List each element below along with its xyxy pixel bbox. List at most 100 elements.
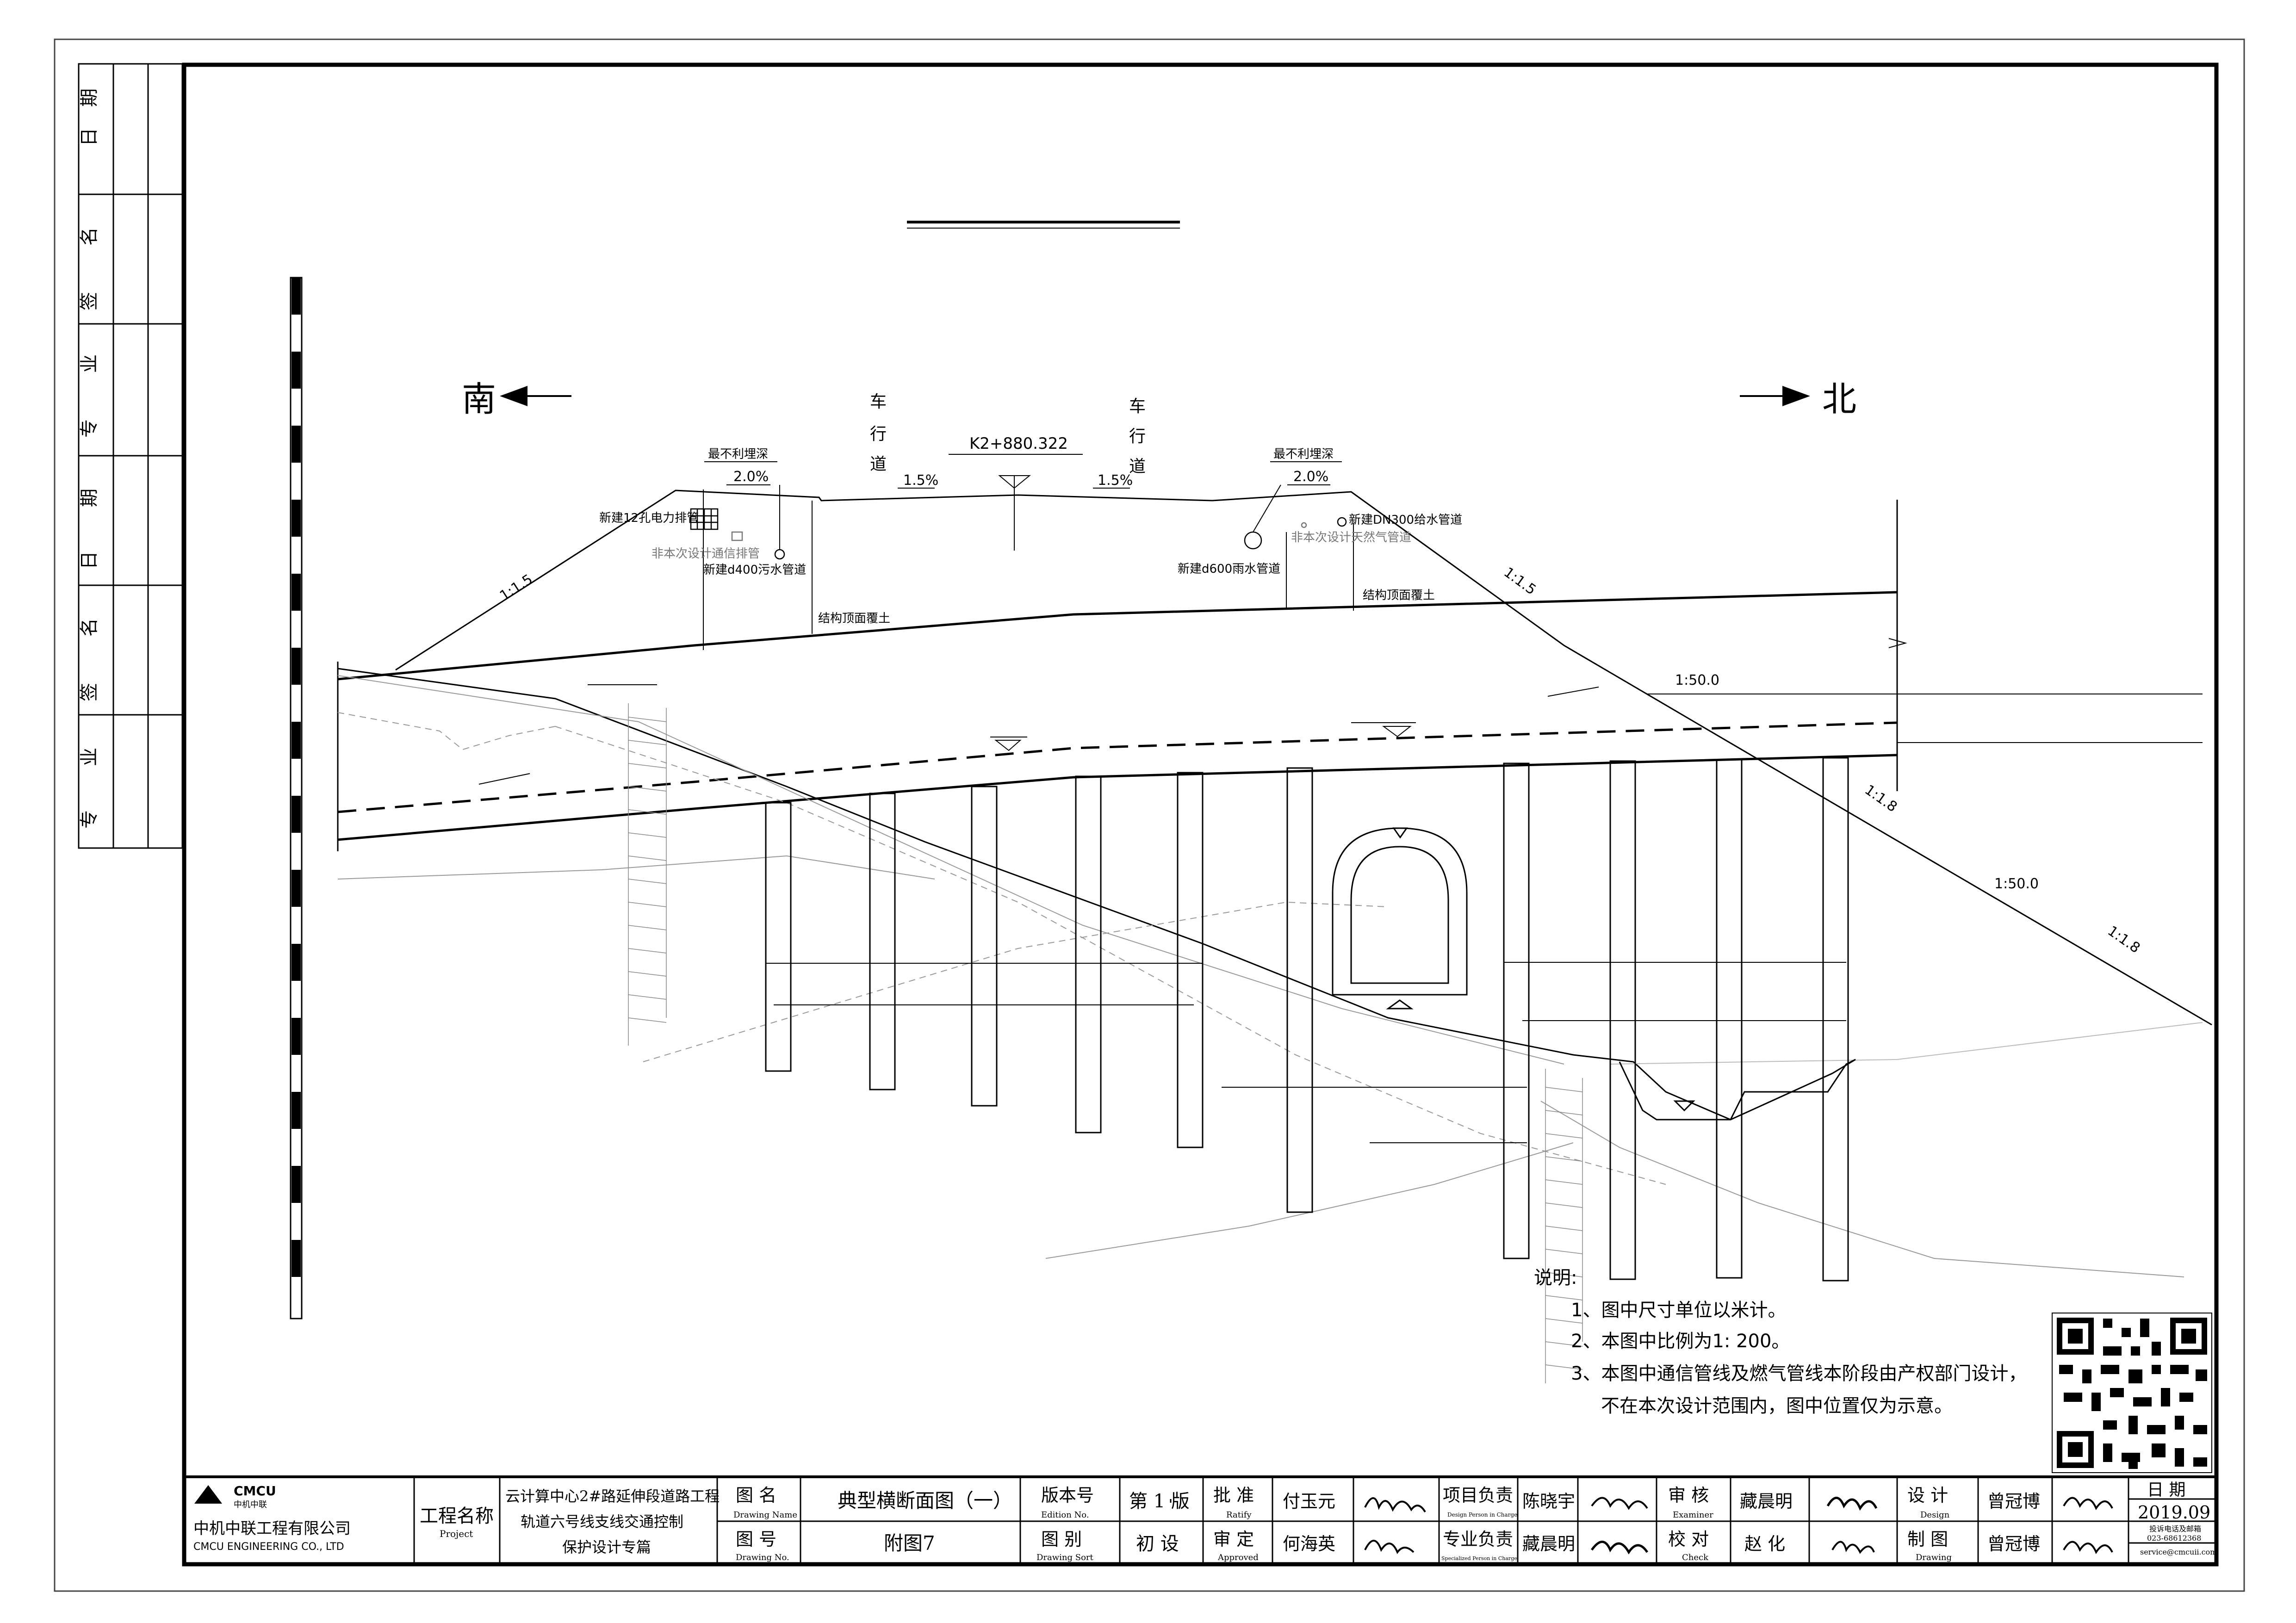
- signature-icon: [1831, 1541, 1875, 1554]
- margin-label: 名: [79, 618, 100, 637]
- drawing-info: 图 名 Drawing Name 典型横断面图（一） 图 号 Drawing N…: [733, 1485, 1012, 1562]
- date: 2019.09: [2138, 1502, 2210, 1523]
- drawing-label-en: Drawing: [1916, 1553, 1952, 1562]
- arrow-left-icon: [500, 386, 527, 406]
- signature-icon: [1364, 1497, 1426, 1513]
- edition-info: 版本号 Edition No. 第 1 版 图 别 Drawing Sort 初…: [1036, 1485, 1190, 1562]
- design-label: 设 计: [1907, 1485, 1948, 1505]
- lane-char: 车: [870, 392, 887, 411]
- pile: [1716, 759, 1743, 1279]
- pipes: [690, 484, 1354, 650]
- company-cn: 中机中联工程有限公司: [193, 1519, 351, 1538]
- left-signature-margin: [78, 63, 183, 849]
- spec-lead-label: 专业负责: [1443, 1529, 1513, 1549]
- examiner-name: 藏晨明: [1740, 1491, 1793, 1511]
- sort: 初 设: [1136, 1533, 1179, 1555]
- north-arrow: 北: [1740, 379, 1856, 419]
- piles: [765, 757, 1849, 1282]
- company-block: CMCU 中机中联 中机中联工程有限公司 CMCU ENGINEERING CO…: [193, 1483, 351, 1553]
- check-info: 审 核 Examiner 藏晨明 校 对 Check 赵 化: [1668, 1485, 1878, 1562]
- margin-label: 签: [79, 683, 100, 701]
- design-lead-label-en: Design Person in Charge: [1447, 1511, 1517, 1518]
- signature-icon: [1590, 1541, 1649, 1555]
- lane-char: 行: [1129, 427, 1146, 446]
- project-name-line: 云计算中心2#路延伸段道路工程: [505, 1487, 720, 1505]
- pile: [1503, 762, 1530, 1259]
- slope-label: 1.5%: [903, 472, 938, 489]
- water-marks: [990, 722, 1416, 751]
- note-item: 1、图中尺寸单位以米计。: [1571, 1300, 1786, 1321]
- margin-label: 专: [79, 810, 100, 829]
- slope-label: 2.0%: [733, 469, 769, 485]
- station-label: K2+880.322: [969, 434, 1068, 453]
- date-info: 日 期 2019.09 投诉电话及邮箱 023-68612368 service…: [2138, 1481, 2217, 1556]
- lane-char: 道: [870, 455, 887, 474]
- scale-bar: [290, 277, 303, 1319]
- pile: [1822, 757, 1849, 1282]
- pile: [1286, 767, 1313, 1213]
- cover-label-left: 结构顶面覆土: [818, 612, 890, 626]
- note-item: 3、本图中通信管线及燃气管线本阶段由产权部门设计，: [1571, 1363, 2027, 1384]
- company-logo: CMCU: [234, 1483, 276, 1499]
- drawing-name-label: 图 名: [736, 1485, 776, 1505]
- ratify-name: 付玉元: [1283, 1491, 1335, 1511]
- worst-depth-left: 最不利埋深: [708, 447, 768, 461]
- phone: 023-68612368: [2147, 1534, 2201, 1542]
- margin-label: 业: [79, 354, 100, 373]
- notes: 说明: 1、图中尺寸单位以米计。 2、本图中比例为1: 200。 3、本图中通信…: [1534, 1267, 2027, 1417]
- pile: [1075, 775, 1102, 1134]
- lane-labels: 车 行 道 车 行 道: [870, 392, 1146, 476]
- design-lead-name: 陈晓宇: [1522, 1491, 1575, 1511]
- edition-label: 版本号: [1041, 1485, 1094, 1505]
- gas-pipe-icon: [1301, 522, 1307, 528]
- company-logo-icon: [194, 1485, 222, 1504]
- note-item: 不在本次设计范围内，图中位置仅为示意。: [1601, 1395, 1953, 1417]
- drawing-no: 附图7: [884, 1532, 935, 1555]
- north-label: 北: [1822, 379, 1856, 419]
- telecom-duct-icon: [731, 531, 743, 541]
- title-underline: [907, 221, 1180, 229]
- margin-label: 日: [79, 551, 100, 570]
- margin-label: 签: [79, 292, 100, 310]
- sort-label-en: Drawing Sort: [1036, 1553, 1094, 1562]
- sewer-label: 新建d400污水管道: [703, 563, 806, 577]
- check-name: 赵 化: [1744, 1534, 1785, 1554]
- check-label: 校 对: [1668, 1529, 1709, 1549]
- signature-icon: [2063, 1497, 2113, 1511]
- ratify-label-en: Ratify: [1226, 1510, 1252, 1520]
- signature-icon: [1591, 1497, 1648, 1510]
- cover-label-right: 结构顶面覆土: [1363, 588, 1435, 602]
- slope-label: 1:1.8: [2104, 923, 2143, 957]
- company-en: CMCU ENGINEERING CO., LTD: [193, 1541, 344, 1553]
- signature-icon: [1364, 1540, 1415, 1554]
- project-label: 工程名称: [420, 1505, 494, 1527]
- lane-char: 行: [870, 425, 887, 444]
- notes-heading: 说明:: [1534, 1267, 1577, 1288]
- drawing-frame: [182, 62, 2219, 1567]
- power-label: 新建12孔电力排管: [599, 511, 699, 525]
- drawing-name-label-en: Drawing Name: [733, 1510, 797, 1520]
- slope-label: 1:50.0: [1675, 672, 1719, 688]
- email: service@cmcuii.com: [2140, 1548, 2217, 1556]
- design-name: 曾冠博: [1987, 1491, 2040, 1511]
- company-logo-sub: 中机中联: [234, 1500, 267, 1510]
- south-arrow: 南: [462, 379, 571, 419]
- design-lead-label: 项目负责: [1443, 1485, 1513, 1505]
- pile-dimensions: [766, 819, 1846, 1143]
- hatch-column-left: [588, 684, 667, 1046]
- project-block: 工程名称 Project 云计算中心2#路延伸段道路工程 轨道六号线支线交通控制…: [420, 1487, 720, 1556]
- hatch-column-right: [1545, 1069, 1583, 1383]
- qr-code-icon: [2052, 1313, 2212, 1473]
- structure-lines: [337, 500, 1907, 851]
- left-margin-labels: 日 期 名 签 业 专 日 期 名 签 业 专: [79, 88, 100, 829]
- drainage-channel: [1619, 1059, 1856, 1121]
- sewer-pipe-icon: [774, 549, 785, 560]
- spec-lead-name: 藏晨明: [1522, 1534, 1575, 1554]
- edition: 第 1 版: [1129, 1491, 1190, 1512]
- signature-icon: [1826, 1497, 1878, 1511]
- drawing-name: 典型横断面图（一）: [838, 1489, 1012, 1512]
- lane-char: 车: [1129, 397, 1146, 416]
- structure-bottom-line: [337, 754, 1898, 841]
- approved-label: 审 定: [1213, 1529, 1254, 1549]
- pile: [869, 793, 896, 1090]
